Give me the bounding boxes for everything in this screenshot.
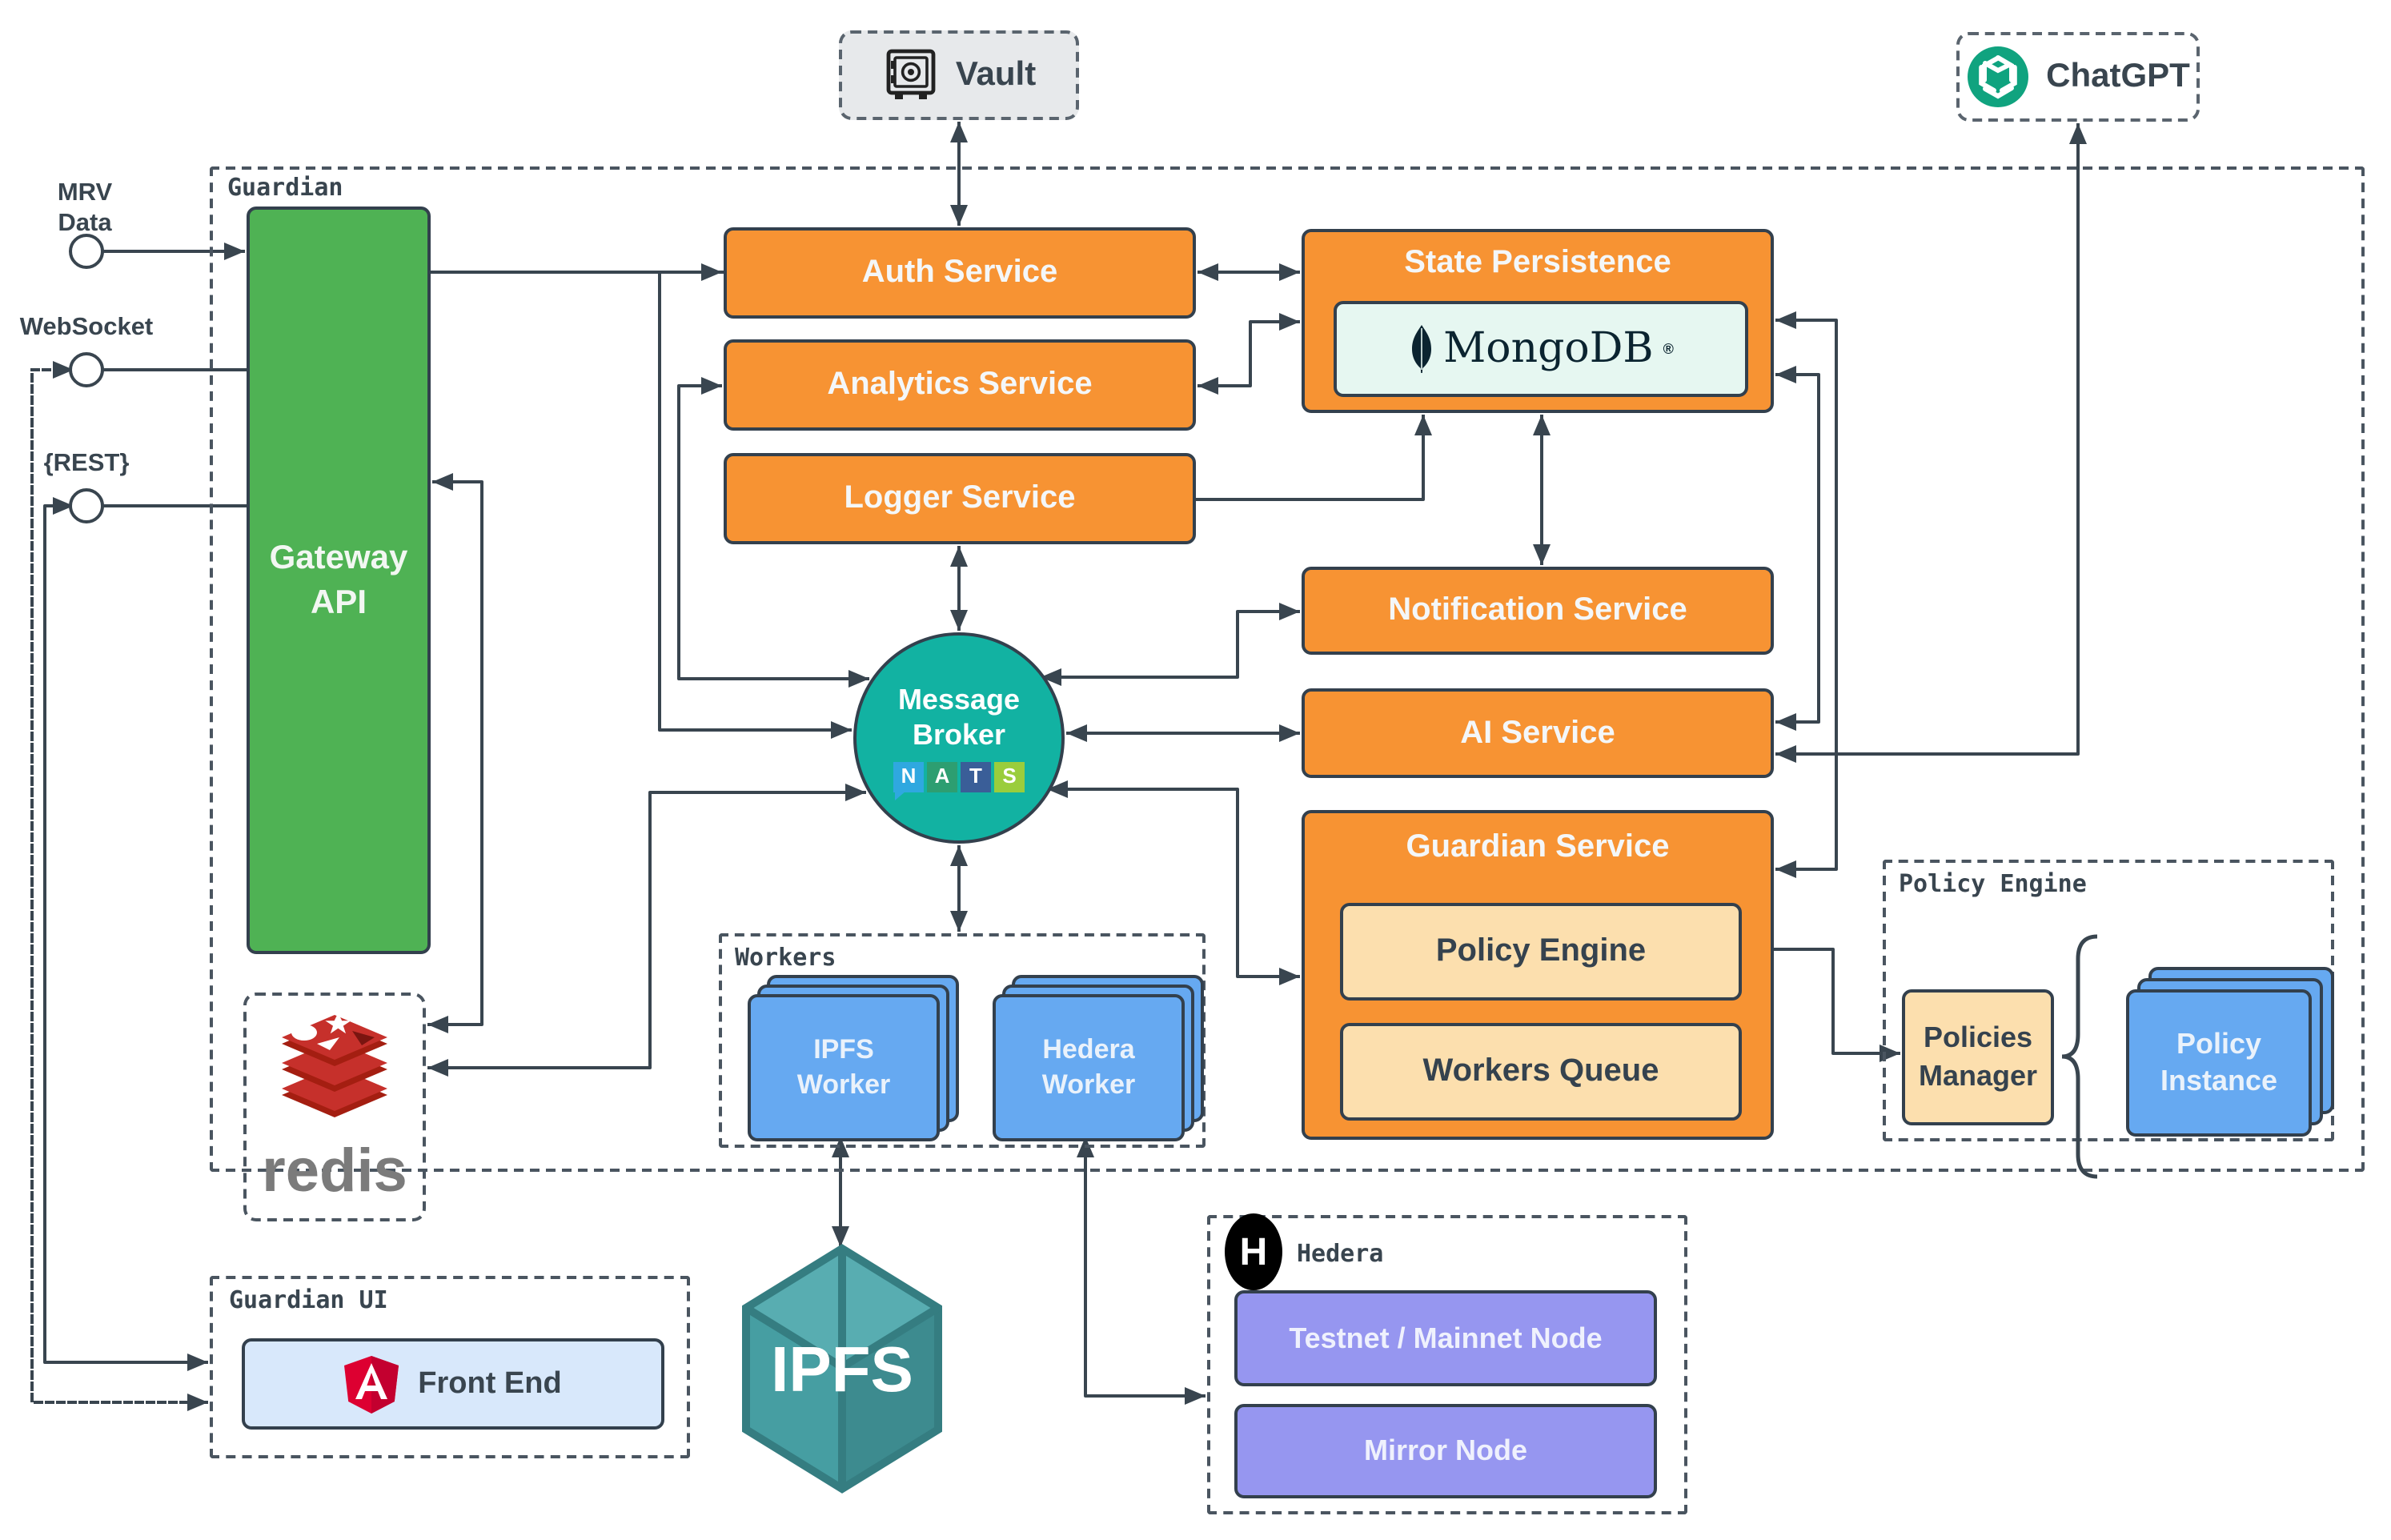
redis-group: redis	[243, 993, 426, 1221]
policy-engine-inner-node: Policy Engine	[1340, 903, 1742, 1001]
testnet-mainnet-node: Testnet / Mainnet Node	[1234, 1290, 1657, 1386]
auth-service-node: Auth Service	[724, 227, 1196, 319]
front-end-node: Front End	[242, 1338, 664, 1430]
ipfs-logo: IPFS	[742, 1244, 942, 1494]
front-end-label: Front End	[418, 1366, 562, 1400]
redis-label: redis	[262, 1137, 407, 1205]
nats-logo: N A T S	[893, 761, 1025, 800]
analytics-service-node: Analytics Service	[724, 339, 1196, 431]
chatgpt-label: ChatGPT	[2046, 58, 2190, 94]
hedera-group-label: Hedera	[1297, 1239, 1384, 1268]
guardian-ui-group-label: Guardian UI	[229, 1285, 388, 1314]
ai-service-node: AI Service	[1302, 688, 1774, 778]
vault-node: Vault	[839, 30, 1079, 120]
policy-engine-group-label: Policy Engine	[1899, 869, 2087, 898]
websocket-label: WebSocket	[19, 314, 154, 341]
ipfs-label: IPFS	[771, 1333, 913, 1405]
rest-port	[69, 488, 104, 523]
guardian-service-label: Guardian Service	[1406, 829, 1670, 864]
workers-group-label: Workers	[735, 943, 836, 972]
workers-queue-node: Workers Queue	[1340, 1023, 1742, 1121]
guardian-service-node: Guardian Service Policy Engine Workers Q…	[1302, 810, 1774, 1140]
vault-label: Vault	[955, 56, 1037, 93]
brace-icon	[2061, 934, 2098, 1179]
redis-icon: redis	[262, 1013, 407, 1205]
angular-icon	[344, 1355, 399, 1413]
vault-icon	[886, 49, 936, 99]
guardian-ui-group	[210, 1276, 690, 1458]
svg-text:H: H	[1240, 1231, 1268, 1273]
message-broker-node: Message Broker N A T S	[853, 632, 1065, 844]
hedera-icon: H	[1223, 1212, 1284, 1292]
state-persistence-label: State Persistence	[1404, 245, 1671, 280]
workers-group	[719, 933, 1206, 1148]
mrv-port	[69, 234, 104, 269]
notification-service-node: Notification Service	[1302, 567, 1774, 655]
guardian-group	[210, 166, 2365, 1172]
logger-service-node: Logger Service	[724, 453, 1196, 544]
mongodb-label: MongoDB	[1443, 325, 1654, 373]
websocket-port	[69, 352, 104, 387]
state-persistence-node: State Persistence MongoDB®	[1302, 229, 1774, 413]
mirror-node: Mirror Node	[1234, 1404, 1657, 1498]
mongodb-leaf-icon	[1411, 325, 1431, 373]
mongodb-node: MongoDB®	[1334, 301, 1748, 397]
chatgpt-icon	[1968, 46, 2029, 107]
hedera-group	[1207, 1215, 1687, 1514]
guardian-group-label: Guardian	[227, 173, 343, 202]
rest-label: {REST}	[43, 450, 130, 477]
chatgpt-node: ChatGPT	[1956, 32, 2200, 122]
